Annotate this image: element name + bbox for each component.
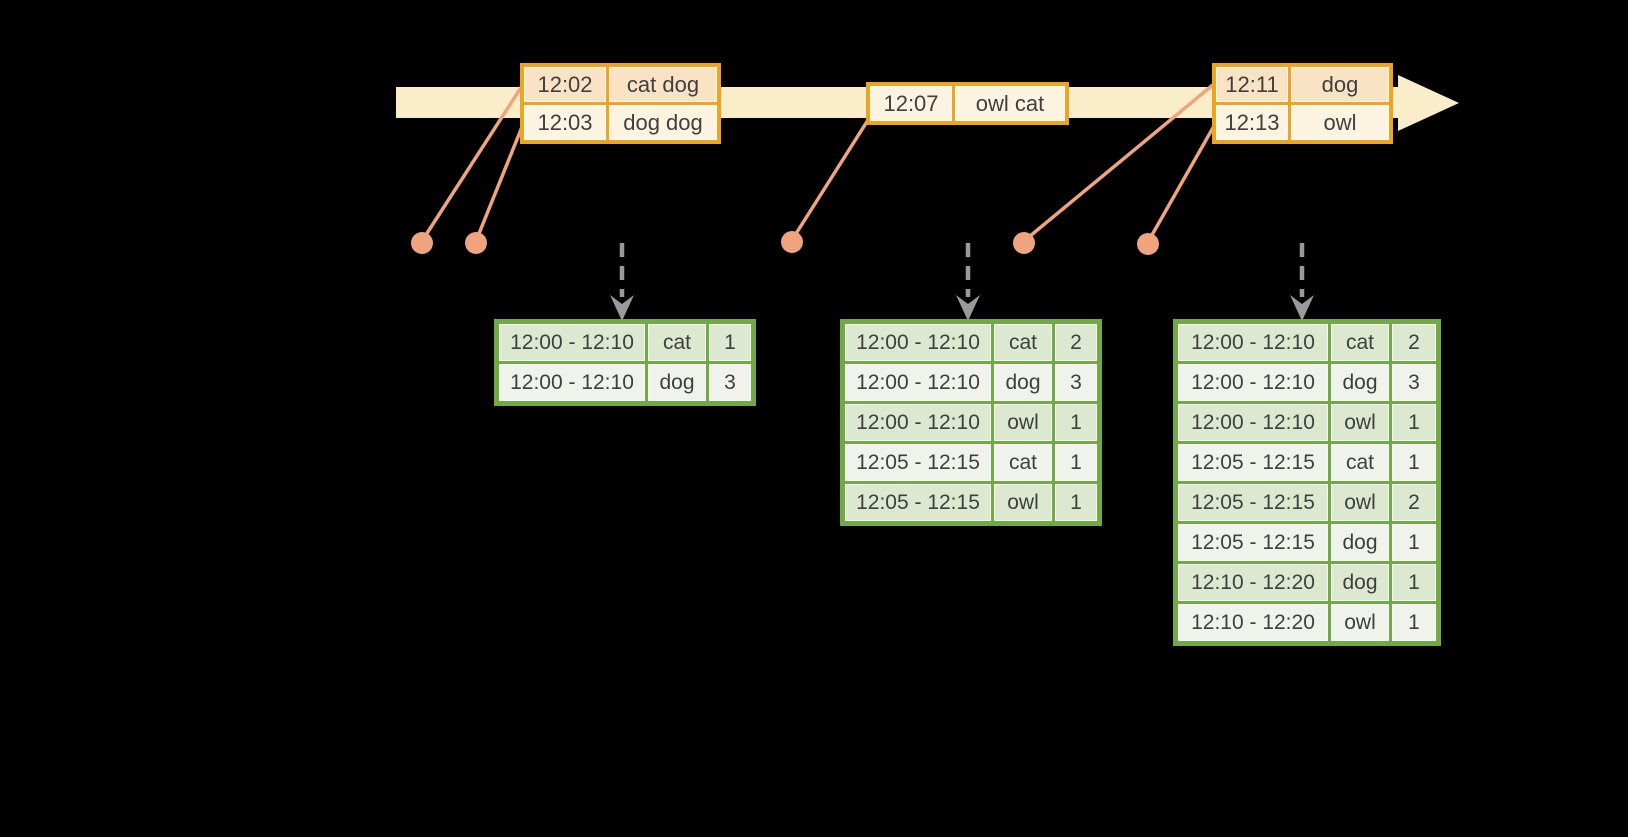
event-time-cell: 12:11: [1216, 67, 1288, 102]
table-row: 12:03 dog dog: [524, 105, 717, 140]
event-time-cell: 12:02: [524, 67, 606, 102]
event-connector-line: [1022, 82, 1216, 243]
word-cell: dog: [1331, 524, 1389, 561]
result-table-1: 12:00 - 12:10 cat 1 12:00 - 12:10 dog 3: [494, 319, 756, 406]
window-cell: 12:10 - 12:20: [1178, 604, 1328, 641]
word-cell: cat: [994, 444, 1052, 481]
event-words-cell: cat dog: [609, 67, 717, 102]
table-row: 12:10 - 12:20 dog 1: [1178, 564, 1436, 601]
table-row: 12:00 - 12:10 dog 3: [499, 364, 751, 401]
table-row: 12:07 owl cat: [870, 86, 1065, 121]
window-cell: 12:00 - 12:10: [845, 364, 991, 401]
event-table-1: 12:02 cat dog 12:03 dog dog: [520, 63, 721, 144]
table-row: 12:00 - 12:10 owl 1: [1178, 404, 1436, 441]
count-cell: 1: [1055, 404, 1097, 441]
result-table-3: 12:00 - 12:10 cat 2 12:00 - 12:10 dog 3 …: [1173, 319, 1441, 646]
count-cell: 1: [1392, 444, 1436, 481]
table-row: 12:13 owl: [1216, 105, 1389, 140]
event-time-cell: 12:03: [524, 105, 606, 140]
trigger-arrow: [610, 243, 634, 321]
word-cell: cat: [648, 324, 706, 361]
count-cell: 3: [709, 364, 751, 401]
count-cell: 1: [1055, 444, 1097, 481]
count-cell: 2: [1055, 324, 1097, 361]
event-marker-dot: [1137, 233, 1159, 255]
count-cell: 1: [1392, 524, 1436, 561]
word-cell: owl: [994, 404, 1052, 441]
word-cell: owl: [994, 484, 1052, 521]
window-cell: 12:10 - 12:20: [1178, 564, 1328, 601]
event-words-cell: owl cat: [955, 86, 1065, 121]
result-table-2: 12:00 - 12:10 cat 2 12:00 - 12:10 dog 3 …: [840, 319, 1102, 526]
table-row: 12:00 - 12:10 owl 1: [845, 404, 1097, 441]
word-cell: dog: [648, 364, 706, 401]
window-cell: 12:05 - 12:15: [1178, 444, 1328, 481]
table-row: 12:05 - 12:15 dog 1: [1178, 524, 1436, 561]
event-connector-line: [1146, 125, 1216, 243]
table-row: 12:02 cat dog: [524, 67, 717, 102]
word-cell: dog: [994, 364, 1052, 401]
window-cell: 12:00 - 12:10: [1178, 404, 1328, 441]
trigger-arrow: [956, 243, 980, 321]
event-time-cell: 12:07: [870, 86, 952, 121]
table-row: 12:05 - 12:15 cat 1: [1178, 444, 1436, 481]
window-cell: 12:05 - 12:15: [845, 444, 991, 481]
window-cell: 12:00 - 12:10: [1178, 324, 1328, 361]
event-time-cell: 12:13: [1216, 105, 1288, 140]
count-cell: 2: [1392, 484, 1436, 521]
count-cell: 1: [1392, 404, 1436, 441]
window-cell: 12:05 - 12:15: [845, 484, 991, 521]
window-cell: 12:05 - 12:15: [1178, 524, 1328, 561]
event-words-cell: dog: [1291, 67, 1389, 102]
event-table-3: 12:11 dog 12:13 owl: [1212, 63, 1393, 144]
event-table-2: 12:07 owl cat: [866, 82, 1069, 125]
event-marker-dot: [465, 232, 487, 254]
window-cell: 12:05 - 12:15: [1178, 484, 1328, 521]
count-cell: 1: [1392, 604, 1436, 641]
window-cell: 12:00 - 12:10: [499, 364, 645, 401]
table-row: 12:00 - 12:10 dog 3: [845, 364, 1097, 401]
table-row: 12:10 - 12:20 owl 1: [1178, 604, 1436, 641]
event-connector-line: [790, 119, 870, 241]
table-row: 12:11 dog: [1216, 67, 1389, 102]
table-row: 12:05 - 12:15 owl 1: [845, 484, 1097, 521]
table-row: 12:05 - 12:15 owl 2: [1178, 484, 1436, 521]
event-connector-line: [474, 126, 524, 242]
event-marker-dot: [411, 232, 433, 254]
window-cell: 12:00 - 12:10: [499, 324, 645, 361]
trigger-arrow: [1290, 243, 1314, 321]
word-cell: owl: [1331, 604, 1389, 641]
word-cell: cat: [1331, 324, 1389, 361]
window-cell: 12:00 - 12:10: [845, 324, 991, 361]
event-words-cell: owl: [1291, 105, 1389, 140]
timeline-arrowhead: [1398, 75, 1459, 131]
event-connector-line: [420, 85, 524, 242]
count-cell: 2: [1392, 324, 1436, 361]
word-cell: dog: [1331, 564, 1389, 601]
table-row: 12:00 - 12:10 cat 2: [845, 324, 1097, 361]
word-cell: owl: [1331, 484, 1389, 521]
window-cell: 12:00 - 12:10: [845, 404, 991, 441]
count-cell: 3: [1392, 364, 1436, 401]
table-row: 12:00 - 12:10 cat 2: [1178, 324, 1436, 361]
count-cell: 1: [1392, 564, 1436, 601]
event-marker-dot: [781, 231, 803, 253]
event-words-cell: dog dog: [609, 105, 717, 140]
count-cell: 3: [1055, 364, 1097, 401]
table-row: 12:00 - 12:10 dog 3: [1178, 364, 1436, 401]
event-marker-dot: [1013, 232, 1035, 254]
word-cell: cat: [994, 324, 1052, 361]
word-cell: cat: [1331, 444, 1389, 481]
window-cell: 12:00 - 12:10: [1178, 364, 1328, 401]
count-cell: 1: [1055, 484, 1097, 521]
word-cell: owl: [1331, 404, 1389, 441]
word-cell: dog: [1331, 364, 1389, 401]
table-row: 12:00 - 12:10 cat 1: [499, 324, 751, 361]
table-row: 12:05 - 12:15 cat 1: [845, 444, 1097, 481]
count-cell: 1: [709, 324, 751, 361]
